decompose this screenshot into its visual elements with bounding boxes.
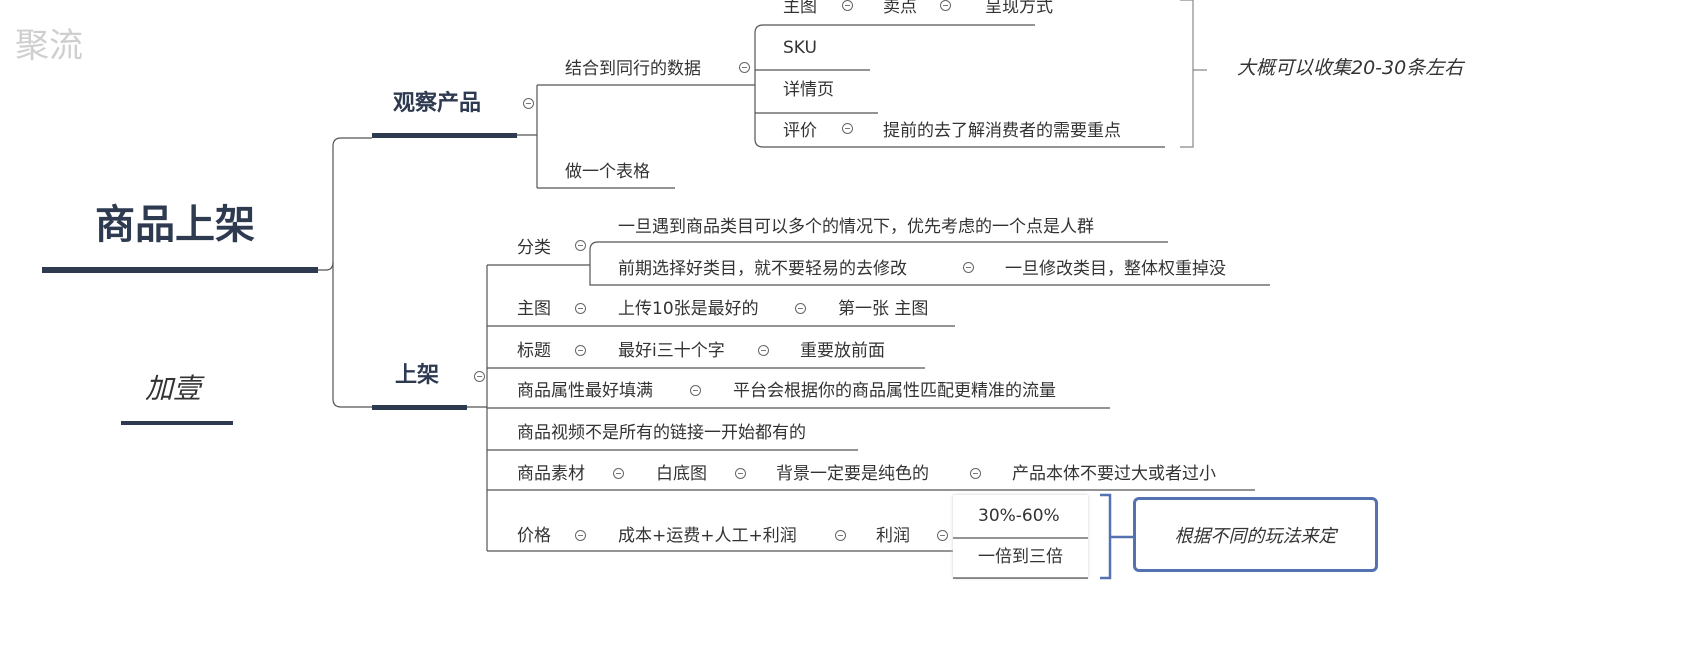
root-topic[interactable]: 商品上架 — [95, 202, 255, 248]
collapse-icon[interactable] — [690, 385, 701, 396]
collapse-icon[interactable] — [970, 468, 981, 479]
author-label: 加壹 — [145, 372, 202, 405]
collapse-icon[interactable] — [739, 62, 750, 73]
topic-material[interactable]: 商品素材 — [517, 464, 585, 484]
collapse-icon[interactable] — [575, 530, 586, 541]
topic-attributes[interactable]: 商品属性最好填满 — [517, 381, 653, 401]
watermark: 聚流 — [15, 26, 83, 66]
topic-main-image[interactable]: 主图 — [783, 0, 817, 17]
topic-video[interactable]: 商品视频不是所有的链接一开始都有的 — [517, 423, 806, 443]
topic-category-c2[interactable]: 前期选择好类目，就不要轻易的去修改 — [618, 259, 907, 279]
topic-price[interactable]: 价格 — [517, 526, 551, 546]
topic-category[interactable]: 分类 — [517, 238, 551, 258]
topic-title-c1[interactable]: 最好i三十个字 — [618, 341, 725, 361]
summary-collect[interactable]: 大概可以收集20-30条左右 — [1237, 57, 1464, 79]
topic-material-c3[interactable]: 产品本体不要过大或者过小 — [1012, 464, 1216, 484]
topic-review-note[interactable]: 提前的去了解消费者的需要重点 — [883, 121, 1121, 141]
topic-profit-o1[interactable]: 30%-60% — [978, 506, 1060, 526]
topic-peer-data[interactable]: 结合到同行的数据 — [565, 59, 701, 79]
summary-callout[interactable]: 根据不同的玩法来定 — [1133, 497, 1378, 572]
topic-main-image-c1[interactable]: 上传10张是最好的 — [618, 299, 759, 319]
collapse-icon[interactable] — [940, 0, 951, 11]
topic-observe-product[interactable]: 观察产品 — [393, 91, 482, 116]
topic-profit-o2[interactable]: 一倍到三倍 — [978, 547, 1063, 567]
topic-title-c2[interactable]: 重要放前面 — [800, 341, 885, 361]
collapse-icon[interactable] — [795, 303, 806, 314]
topic-price-c1[interactable]: 成本+运费+人工+利润 — [618, 526, 797, 546]
topic-main-image-c2[interactable]: 第一张 主图 — [838, 299, 929, 319]
topic-detail-page[interactable]: 详情页 — [783, 80, 834, 100]
collapse-icon[interactable] — [937, 530, 948, 541]
collapse-icon[interactable] — [575, 240, 586, 251]
topic-table[interactable]: 做一个表格 — [565, 162, 650, 182]
collapse-icon[interactable] — [758, 345, 769, 356]
topic-attributes-c1[interactable]: 平台会根据你的商品属性匹配更精准的流量 — [733, 381, 1056, 401]
collapse-icon[interactable] — [963, 262, 974, 273]
collapse-icon[interactable] — [613, 468, 624, 479]
collapse-icon[interactable] — [735, 468, 746, 479]
topic-main-image-row[interactable]: 主图 — [517, 299, 551, 319]
topic-presentation[interactable]: 呈现方式 — [985, 0, 1053, 17]
topic-material-c1[interactable]: 白底图 — [656, 464, 707, 484]
topic-material-c2[interactable]: 背景一定要是纯色的 — [776, 464, 929, 484]
collapse-icon[interactable] — [523, 98, 534, 109]
collapse-icon[interactable] — [575, 303, 586, 314]
collapse-icon[interactable] — [842, 123, 853, 134]
collapse-icon[interactable] — [842, 0, 853, 11]
topic-selling-point[interactable]: 卖点 — [883, 0, 917, 17]
topic-review[interactable]: 评价 — [783, 121, 817, 141]
topic-category-c2a[interactable]: 一旦修改类目，整体权重掉没 — [1005, 259, 1226, 279]
topic-category-c1[interactable]: 一旦遇到商品类目可以多个的情况下，优先考虑的一个点是人群 — [618, 217, 1094, 237]
collapse-icon[interactable] — [835, 530, 846, 541]
topic-sku[interactable]: SKU — [783, 38, 817, 58]
collapse-icon[interactable] — [474, 371, 485, 382]
topic-title-row[interactable]: 标题 — [517, 341, 551, 361]
topic-profit[interactable]: 利润 — [876, 526, 910, 546]
topic-listing[interactable]: 上架 — [395, 363, 440, 388]
collapse-icon[interactable] — [575, 345, 586, 356]
